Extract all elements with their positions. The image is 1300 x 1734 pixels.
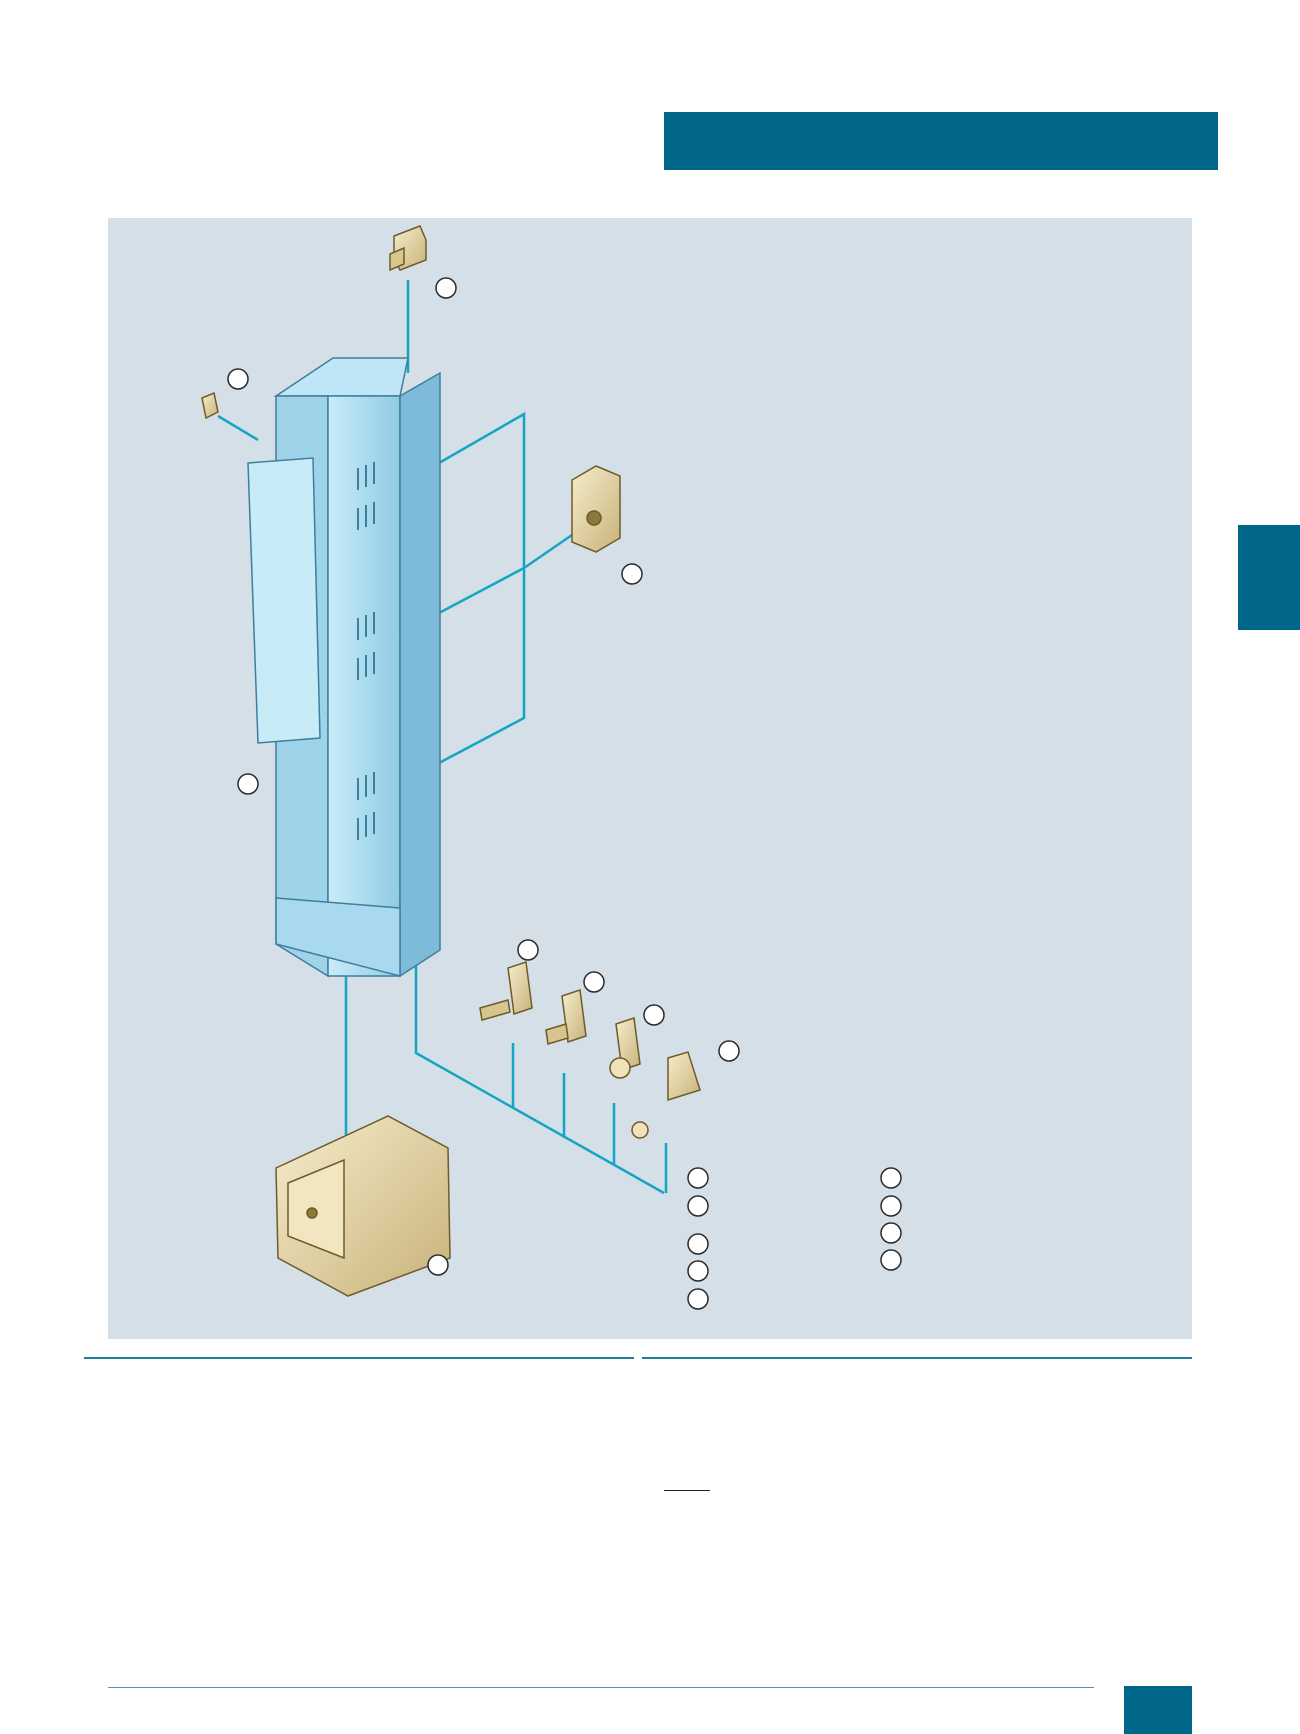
legend-circle-9 [880,1249,902,1271]
short-divider [664,1490,710,1491]
pin-part [201,391,219,420]
legend-circle-7 [880,1195,902,1217]
legend-circle-8 [880,1222,902,1244]
footer-rule [108,1687,1094,1688]
callout-circle-pin [227,368,249,390]
callout-circle-housing [237,773,259,795]
top-clip-part [389,225,427,272]
terminal-block-part [571,465,621,553]
legend-circle-1 [687,1167,709,1189]
vent-slots [357,462,375,840]
callout-circle-connection-1 [517,939,539,961]
page-number-tab [1124,1686,1192,1734]
legend-circle-3 [687,1233,709,1255]
section-rule-right [642,1357,1192,1359]
callout-circle-bottom-cover [427,1254,449,1276]
fuse-switch-housing [247,357,441,978]
legend-circle-4 [687,1260,709,1282]
section-tab [1238,525,1300,630]
bottom-cover-part [275,1115,451,1297]
callout-circle-connection-4 [718,1040,740,1062]
callout-circles [227,277,902,1310]
legend-circle-5 [687,1288,709,1310]
leader-lines [217,280,668,1195]
callout-circle-top-clip [435,277,457,299]
connection-parts [479,961,701,1139]
section-rule-left [84,1357,634,1359]
callout-circle-connection-3 [643,1004,665,1026]
callout-circle-connection-2 [583,971,605,993]
callout-circle-terminal-block [621,563,643,585]
legend-circle-6 [880,1167,902,1189]
exploded-view-diagram [201,225,902,1310]
legend-circle-2 [687,1195,709,1217]
header-bar [664,112,1218,170]
